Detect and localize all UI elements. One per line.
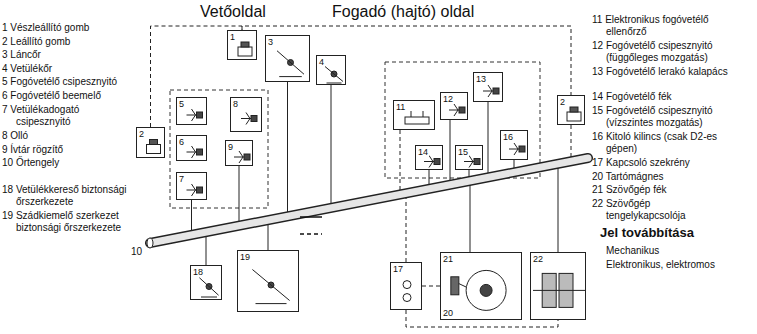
- linkage-line: [191, 200, 192, 235]
- group-outline: [170, 90, 268, 208]
- legend-sample: [300, 216, 322, 218]
- linkage-line: [400, 130, 401, 194]
- device-box: 9: [225, 140, 253, 166]
- callout-number: 21: [442, 254, 454, 264]
- part-legend: 1 Vészleállító gomb: [2, 22, 89, 34]
- callout-number: 3: [267, 37, 274, 47]
- callout-number: 9: [227, 142, 234, 152]
- part-legend: 19 Szádkiemelő szerkezet biztonsági őrsz…: [2, 210, 142, 234]
- device-box: 22: [530, 252, 586, 320]
- callout-number: 12: [442, 94, 454, 104]
- device-box: 6: [176, 135, 207, 161]
- section-heading: Fogadó (hajtó) oldal: [332, 2, 474, 21]
- device-box: 16: [500, 130, 528, 160]
- linkage-line: [450, 120, 451, 185]
- part-legend: 17 Kapcsoló szekrény: [592, 157, 690, 169]
- device-box: 21 20: [440, 252, 522, 320]
- part-legend: 10 Őrtengely: [2, 157, 59, 169]
- device-box: 4: [316, 55, 346, 85]
- device-box: 7: [176, 172, 207, 200]
- part-legend: 21 Szövőgép fék: [592, 184, 667, 196]
- part-legend: 6 Fogóvetélő beemelő: [2, 90, 101, 102]
- device-box: 5: [176, 97, 207, 125]
- part-legend: 20 Tartómágnes: [592, 171, 664, 183]
- callout-number: 8: [232, 99, 239, 109]
- callout-number: 2: [138, 129, 145, 139]
- legend-text: Mechanikus: [606, 245, 659, 257]
- signal-wire: [151, 26, 243, 127]
- signal-wire: [422, 286, 440, 287]
- shaft-end: [147, 238, 153, 248]
- callout-number: 18: [192, 267, 204, 277]
- part-legend: 12 Fogóvetélő csipesznyitó (függőleges m…: [592, 40, 742, 64]
- callout-number: 5: [178, 99, 185, 109]
- linkage-line: [488, 102, 489, 177]
- part-legend: 4 Vetülékőr: [2, 63, 52, 75]
- part-legend: 7 Vetülékadogató csipesznyitó: [2, 104, 102, 128]
- callout-number: 2: [559, 97, 566, 107]
- device-box: 12: [440, 92, 468, 120]
- linkage-line: [406, 193, 407, 262]
- callout-number: 1: [229, 32, 236, 42]
- callout-number: 13: [475, 74, 487, 84]
- part-legend: 5 Fogóvetélő csipesznyitó: [2, 76, 117, 88]
- device-box: 15: [455, 145, 483, 170]
- callout-number: 17: [392, 264, 404, 274]
- part-legend: 14 Fogóvetélő fék: [592, 91, 672, 103]
- device-box: 13: [473, 72, 503, 102]
- device-box: 11: [393, 100, 435, 130]
- device-box: 17: [390, 262, 422, 310]
- section-heading: Jel továbbítása: [600, 225, 694, 241]
- part-legend: 11 Elektronikus fogóvetélő ellenőrző: [592, 14, 732, 38]
- part-legend: 10: [131, 246, 142, 258]
- device-box: 1: [227, 30, 257, 60]
- linkage-line: [558, 164, 559, 252]
- callout-number: 4: [318, 57, 325, 67]
- device-box: 19: [237, 250, 299, 312]
- device-box: 18: [190, 265, 222, 300]
- callout-number: 14: [417, 147, 429, 157]
- section-heading: Vetőoldal: [200, 2, 266, 21]
- part-legend: 18 Vetülékkereső biztonsági őrszerkezete: [2, 184, 142, 208]
- part-legend: 13 Fogóvetélő lerakó kalapács: [592, 66, 732, 78]
- part-legend: 16 Kitoló kilincs (csak D2-es gépen): [592, 131, 742, 155]
- callout-number: 16: [502, 132, 514, 142]
- part-legend: 9 Ívtár rögzítő: [2, 144, 63, 156]
- device-box: 3: [265, 35, 310, 82]
- part-legend: 2 Leállító gomb: [2, 36, 70, 48]
- callout-number: 19: [239, 252, 251, 262]
- device-box: 2: [557, 95, 585, 125]
- callout-number: 20: [442, 308, 454, 318]
- linkage-line: [331, 85, 332, 208]
- linkage-line: [571, 125, 572, 161]
- callout-number: 7: [178, 174, 185, 184]
- callout-number: 22: [532, 254, 544, 264]
- callout-number: 15: [457, 147, 469, 157]
- guard-shaft: [150, 158, 588, 243]
- part-legend: 8 Olló: [2, 130, 28, 142]
- part-legend: 22 Szövőgép tengelykapcsolója: [592, 198, 732, 222]
- linkage-line: [470, 181, 471, 252]
- linkage-line: [287, 82, 288, 216]
- device-box: 14: [415, 145, 443, 170]
- legend-sample: [300, 233, 322, 235]
- group-outline: [385, 62, 540, 178]
- part-legend: 3 Láncőr: [2, 49, 41, 61]
- device-box: 2: [136, 127, 165, 158]
- linkage-line: [239, 166, 240, 226]
- legend-text: Elektronikus, elektromos: [606, 259, 715, 271]
- callout-number: 11: [395, 102, 406, 112]
- callout-number: 6: [178, 137, 185, 147]
- guard-shaft: [150, 158, 588, 243]
- part-legend: 15 Fogóvetélő csipesznyitó (vízszintes m…: [592, 105, 742, 129]
- signal-wire: [242, 26, 571, 95]
- device-box: 8: [230, 97, 262, 132]
